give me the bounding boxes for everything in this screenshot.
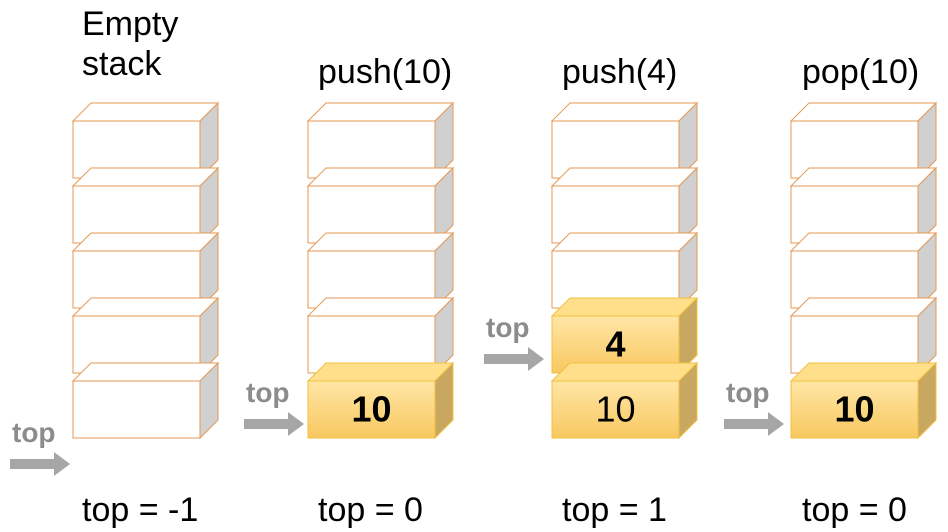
cell-top-face	[71, 167, 220, 187]
cell-top-face	[306, 167, 455, 187]
stack-4: 10	[789, 101, 938, 440]
stack-cell-filled: 10	[306, 361, 455, 440]
stack-cell-empty	[71, 166, 220, 245]
cell-top-face	[71, 102, 220, 122]
right-arrow-icon	[724, 412, 784, 436]
cell-top-face	[550, 102, 699, 122]
stack-cell-empty	[789, 296, 938, 375]
cell-top-face	[789, 167, 938, 187]
cell-top-face	[306, 297, 455, 317]
stack-cell-empty	[550, 101, 699, 180]
cell-value: 10	[595, 389, 635, 430]
stack-cell-filled: 10	[789, 361, 938, 440]
stack-2: 10	[306, 101, 455, 440]
stack-cell-empty	[306, 101, 455, 180]
stage-3-heading: push(4)	[562, 53, 678, 91]
cell-top-face	[789, 102, 938, 122]
stack-cell-empty	[71, 296, 220, 375]
top-pointer-label: top	[486, 312, 530, 343]
cell-value: 10	[834, 389, 874, 430]
top-pointer-label: top	[12, 417, 56, 448]
cell-front-face	[790, 380, 919, 439]
stack-cell-empty	[71, 361, 220, 440]
cell-top-face	[306, 232, 455, 252]
stack-cell-empty	[550, 166, 699, 245]
cell-top-face	[71, 232, 220, 252]
cell-value: 4	[605, 324, 625, 365]
top-pointer-label: top	[246, 377, 290, 408]
right-arrow-icon	[484, 347, 544, 371]
cell-front-face	[72, 380, 201, 439]
top-pointer-label: top	[726, 377, 770, 408]
stage-3-top-value: top = 1	[562, 491, 667, 529]
stage-2-heading: push(10)	[318, 53, 453, 91]
stack-3: 4 10	[550, 101, 699, 440]
cell-top-face	[789, 232, 938, 252]
stack-cell-empty	[306, 166, 455, 245]
cell-top-face	[550, 297, 699, 317]
stack-cell-empty	[306, 296, 455, 375]
stack-cell-empty	[789, 101, 938, 180]
cell-top-face	[550, 232, 699, 252]
stack-1	[71, 101, 220, 440]
stack-cell-empty	[550, 231, 699, 310]
cell-top-face	[306, 362, 455, 382]
top-pointer: top	[484, 312, 544, 371]
cell-top-face	[550, 362, 699, 382]
stage-4-top-value: top = 0	[802, 491, 907, 529]
cell-top-face	[71, 362, 220, 382]
right-arrow-icon	[244, 412, 304, 436]
stage-2-top-value: top = 0	[318, 491, 423, 529]
stage-4-heading: pop(10)	[802, 53, 920, 91]
top-pointer: top	[244, 377, 304, 436]
cell-top-face	[789, 362, 938, 382]
cell-top-face	[550, 167, 699, 187]
stack-cell-empty	[71, 231, 220, 310]
cell-top-face	[306, 102, 455, 122]
stack-cell-filled: 4	[550, 296, 699, 375]
right-arrow-icon	[10, 452, 70, 476]
cell-front-face	[307, 380, 436, 439]
stack-cell-empty	[789, 231, 938, 310]
top-pointer: top	[724, 377, 784, 436]
stack-cell-empty	[71, 101, 220, 180]
cell-value: 10	[351, 389, 391, 430]
cell-top-face	[789, 297, 938, 317]
cell-front-face	[551, 380, 680, 439]
stage-1-heading: Empty stack	[82, 5, 179, 83]
cell-top-face	[71, 297, 220, 317]
stack-cell-empty	[306, 231, 455, 310]
stack-cell-empty	[789, 166, 938, 245]
stack-cell-filled: 10	[550, 361, 699, 440]
stage-1-top-value: top = -1	[82, 491, 199, 529]
top-pointer: top	[10, 417, 70, 476]
